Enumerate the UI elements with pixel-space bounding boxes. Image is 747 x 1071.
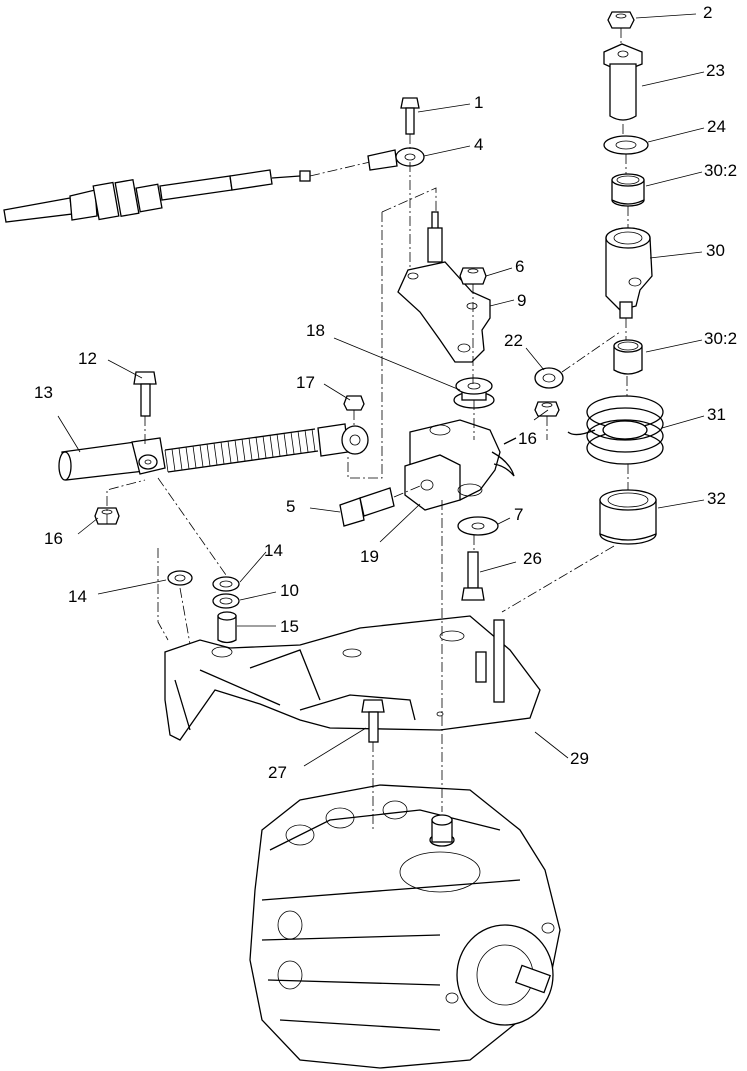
callout-13: 13: [34, 383, 53, 402]
callout-16-right: 16: [518, 429, 537, 448]
callout-14-upper: 14: [264, 541, 283, 560]
callout-18: 18: [306, 321, 325, 340]
mounting-plate-29: [164, 615, 541, 741]
torsion-spring-31: [567, 395, 664, 465]
callout-6: 6: [515, 257, 525, 276]
callout-15: 15: [280, 617, 299, 636]
bolt-1: [400, 97, 420, 150]
callout-17: 17: [296, 373, 315, 392]
callout-30-2-lower: 30:2: [704, 329, 738, 348]
bushing-30-2-lower: [613, 339, 643, 375]
callout-30-2-upper: 30:2: [704, 161, 738, 180]
callout-27: 27: [268, 763, 287, 782]
nut-16-right: [534, 401, 560, 417]
nut-6: [459, 267, 487, 285]
callout-30: 30: [706, 241, 725, 260]
pivot-bracket-19: [404, 419, 517, 511]
callout-31: 31: [707, 405, 726, 424]
spacer-23: [603, 43, 643, 121]
control-cable: [3, 147, 425, 223]
washer-7: [457, 516, 499, 536]
washer-14-right: [212, 576, 240, 592]
arm-30: [605, 227, 653, 319]
washer-10: [212, 593, 240, 609]
washer-24: [603, 135, 649, 155]
damper-assembly-13: [58, 423, 369, 481]
bearing-22: [534, 331, 621, 389]
bushing-32: [599, 489, 657, 545]
callout-4: 4: [474, 135, 484, 154]
callout-32: 32: [707, 489, 726, 508]
callout-24: 24: [707, 117, 726, 136]
callout-26: 26: [523, 549, 542, 568]
callout-2: 2: [703, 3, 713, 22]
pin-5: [339, 485, 421, 527]
bolt-27: [361, 699, 385, 743]
callout-19: 19: [360, 547, 379, 566]
assembly-center-lines: [106, 28, 629, 830]
callout-23: 23: [706, 61, 725, 80]
control-arm-9: [397, 211, 491, 363]
hydraulic-pump: [249, 784, 561, 1069]
leader-lines: [57, 13, 705, 767]
callout-16-left: 16: [44, 529, 63, 548]
bushing-30-2-upper: [611, 173, 645, 207]
bolt-12: [133, 371, 157, 446]
callout-12: 12: [78, 349, 97, 368]
bolt-26: [461, 551, 485, 601]
callout-5: 5: [286, 497, 296, 516]
callout-29: 29: [570, 749, 589, 768]
nut-17: [343, 395, 365, 426]
nut-2: [607, 11, 635, 29]
spacer-15: [217, 611, 237, 644]
callout-1: 1: [474, 93, 484, 112]
callout-10: 10: [280, 581, 299, 600]
callout-22: 22: [504, 331, 523, 350]
callout-9: 9: [517, 291, 527, 310]
callout-7: 7: [514, 505, 524, 524]
washer-14-left: [167, 570, 193, 586]
callout-14-lower: 14: [68, 587, 87, 606]
